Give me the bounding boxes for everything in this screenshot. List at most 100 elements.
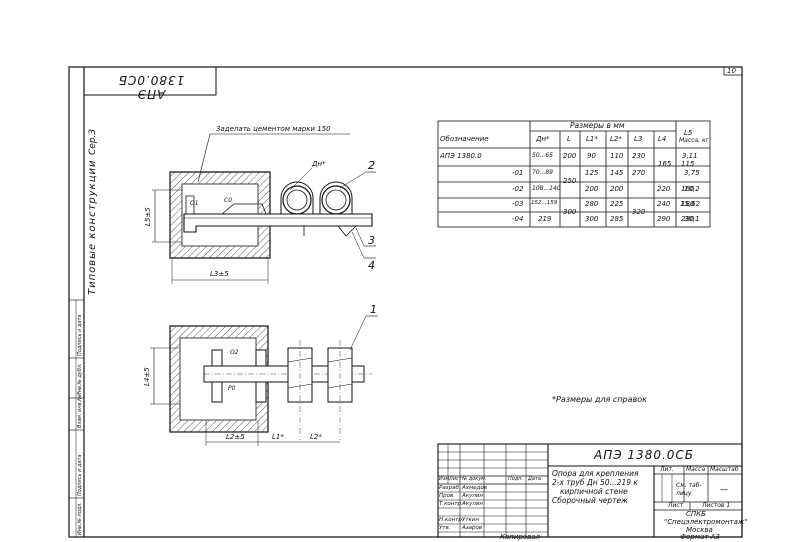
col-lit: Лит. (660, 466, 674, 473)
footer-format: Формат А3 (680, 533, 720, 541)
table-header-l1: L1* (586, 135, 598, 143)
role-developer: Разраб. (439, 485, 461, 491)
label-dn: Дн* (311, 160, 326, 168)
label-p0: P0 (228, 385, 236, 392)
table-group-header: Размеры в мм (570, 121, 625, 130)
note-cement: Заделать цементом марки 150 (216, 125, 331, 133)
table-header-l3: L3 (634, 135, 643, 143)
table-row-3-l3: 320 (632, 208, 646, 216)
table-row-3-designation: -03 (512, 200, 524, 208)
col-mass: Масса (686, 466, 706, 473)
table-header-dn: Дн* (536, 135, 550, 143)
table-row-4-l2: 285 (610, 215, 624, 223)
table-row-2-mass: 10,2 (684, 185, 700, 193)
org-line-2: "Спецэлектромонтаж" (664, 518, 748, 526)
table-row-1-l1: 125 (585, 169, 599, 177)
upper-view (152, 133, 376, 284)
dim-l5: L5±5 (144, 207, 152, 226)
table-row-0-l5: 115 (681, 160, 695, 168)
callout-1: 1 (370, 303, 377, 316)
table-header-l: L (567, 135, 571, 143)
table-row-1-dn: 70...89 (532, 169, 553, 176)
table-row-1-l3: 270 (632, 169, 646, 177)
title-code: АПЭ 1380.0СБ (594, 448, 695, 462)
callout-2: 2 (368, 159, 375, 172)
role-ncontrol: Н.контр. (439, 517, 464, 523)
col-scale: Масштаб (710, 466, 739, 473)
dim-l3: L3±5 (210, 270, 229, 278)
callout-4: 4 (368, 259, 375, 272)
mass-value: См. таб-лицу (676, 482, 702, 497)
table-row-2-l1: 200 (585, 185, 599, 193)
lower-view (150, 315, 378, 446)
table-row-4-l5: 230 (681, 215, 695, 223)
name-developer: Ахмедов (462, 485, 487, 491)
head-col-doc: № докум. (462, 476, 487, 482)
dim-l2: L2±5 (226, 433, 245, 441)
head-col-izm: Изм. (439, 476, 451, 482)
table-row-1-l2: 145 (610, 169, 624, 177)
title-name-3: кирпичной стене (560, 487, 628, 496)
table-row-3-l4: 240 (657, 200, 671, 208)
table-row-3-l2: 225 (610, 200, 624, 208)
table-header-l4: L4 (658, 135, 667, 143)
head-col-list: Лист (449, 476, 462, 482)
table-row-3-l1: 280 (585, 200, 599, 208)
title-name-4: Сборочный чертеж (552, 496, 628, 505)
dim-l2s: L2* (310, 433, 322, 441)
table-row-2-dn: 108...140 (532, 185, 561, 192)
role-approver: Утв. (439, 525, 451, 531)
table-row-1-mass: 3,75 (684, 169, 700, 177)
dim-l4: L4±5 (143, 367, 151, 386)
table-row-4-l1: 300 (585, 215, 599, 223)
label-o2: O2 (230, 349, 239, 356)
label-o1: O1 (190, 200, 199, 207)
title-name-2: 2-х труб Дн 50...219 к (552, 478, 638, 487)
table-row-0-l: 200 (563, 152, 577, 160)
table-row-3-mass: 15,62 (680, 200, 701, 208)
name-ncontrol: Уткин (462, 517, 480, 523)
callout-3: 3 (368, 234, 375, 247)
table-row-4-dn: 219 (538, 215, 552, 223)
role-tcontrol: Т.контр. (439, 501, 463, 507)
table-row-4-mass: 30,1 (684, 215, 700, 223)
page-number: 10 (727, 67, 736, 75)
table-row-0-designation: АПЭ 1380.0 (440, 152, 482, 160)
role-checker: Пров. (439, 493, 455, 499)
table-row-1-l: 250 (563, 177, 577, 185)
table-header-l5: L5 (684, 129, 693, 137)
name-checker: Акулин (462, 493, 484, 499)
table-row-0-l2: 110 (610, 152, 624, 160)
title-name-1: Опора для крепления (552, 469, 639, 478)
name-approver: Азаров (462, 525, 483, 531)
table-row-4-designation: -04 (512, 215, 524, 223)
table-header-mass: Масса, кг (679, 137, 709, 144)
table-row-0-l3: 230 (632, 152, 646, 160)
head-col-date: Дата (528, 476, 541, 482)
scale-value: — (720, 485, 728, 494)
table-header-designation: Обозначение (440, 135, 489, 143)
dim-l1: L1* (272, 433, 284, 441)
table-header-l2: L2* (610, 135, 622, 143)
table-row-2-designation: -02 (512, 185, 524, 193)
table-row-2-l4: 220 (657, 185, 671, 193)
org-line-3: Москва (686, 526, 713, 534)
table-row-3-dn: 152...159 (531, 200, 558, 206)
table-row-0-mass: 3,11 (682, 152, 698, 160)
table-row-4-l4: 290 (657, 215, 671, 223)
table-row-0-l4: 165 (658, 160, 672, 168)
table-row-1-designation: -01 (512, 169, 524, 177)
sheets-label: Листов 1 (702, 502, 731, 509)
label-c0: C0 (224, 197, 232, 204)
head-col-sign: Подп. (508, 476, 524, 482)
table-row-2-l2: 200 (610, 185, 624, 193)
table-row-3-l5: 180 (681, 200, 695, 208)
sheet-label: Лист (668, 502, 684, 509)
table-row-2-l5: 160 (681, 185, 695, 193)
footer-copied: Копировал (500, 533, 540, 541)
table-row-0-dn: 50...65 (532, 152, 553, 159)
